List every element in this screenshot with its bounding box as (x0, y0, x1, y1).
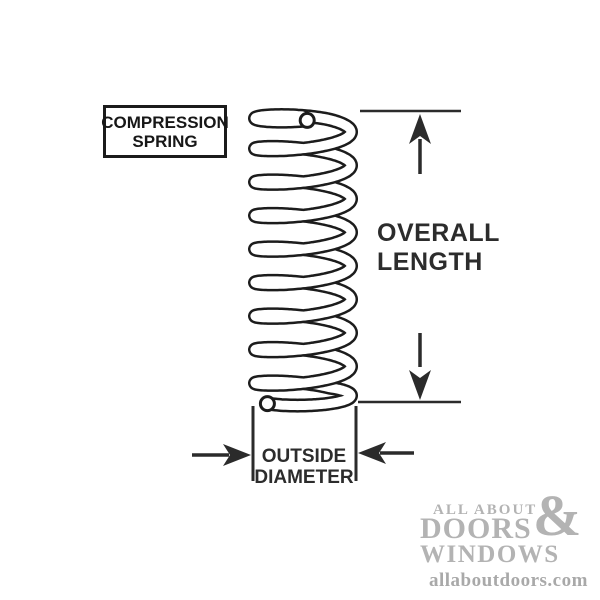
spring-coil-core (250, 110, 312, 127)
spring-coil-core (250, 345, 356, 390)
watermark-logo: ALL ABOUT & DOORS WINDOWS allaboutdoors.… (420, 487, 590, 594)
spring-coil-core (250, 144, 356, 189)
outside-diameter-dimension (192, 406, 414, 481)
overall-length-dimension (358, 109, 461, 404)
left-arrow-icon (358, 442, 386, 464)
spring-bottom-wire-end (258, 395, 276, 413)
compression-spring-label-line2: SPRING (132, 131, 198, 151)
spring-coil-core (250, 311, 356, 356)
right-arrow-icon (223, 444, 251, 466)
down-arrow-icon (409, 370, 431, 400)
watermark-doors: DOORS (420, 512, 532, 545)
compression-spring-label-line1: COMPRESSION (101, 112, 229, 132)
compression-spring-drawing (248, 108, 358, 413)
watermark-windows: WINDOWS (420, 541, 560, 568)
overall-length-label: OVERALL LENGTH (377, 219, 500, 277)
spring-coil-core (250, 111, 356, 155)
compression-spring-label-box: COMPRESSION SPRING (101, 105, 229, 158)
spring-coil-core (250, 177, 356, 222)
overall-length-label-line2: LENGTH (377, 248, 483, 276)
watermark-all-about: ALL ABOUT (433, 502, 538, 518)
outside-diameter-label-line1: OUTSIDE (261, 446, 347, 467)
outside-diameter-label-line2: DIAMETER (254, 467, 354, 488)
watermark-domain: allaboutdoors.com (429, 570, 588, 591)
outside-diameter-label: OUTSIDE DIAMETER (234, 446, 374, 488)
spring-coil-core (250, 278, 356, 323)
spring-coil-core (250, 244, 356, 289)
overall-length-label-line1: OVERALL (377, 219, 500, 247)
watermark-ampersand: & (533, 483, 582, 548)
spring-coil-core (250, 211, 356, 256)
spring-coil-core (262, 378, 356, 411)
spring-top-wire-end (298, 111, 316, 129)
up-arrow-icon (409, 114, 431, 144)
